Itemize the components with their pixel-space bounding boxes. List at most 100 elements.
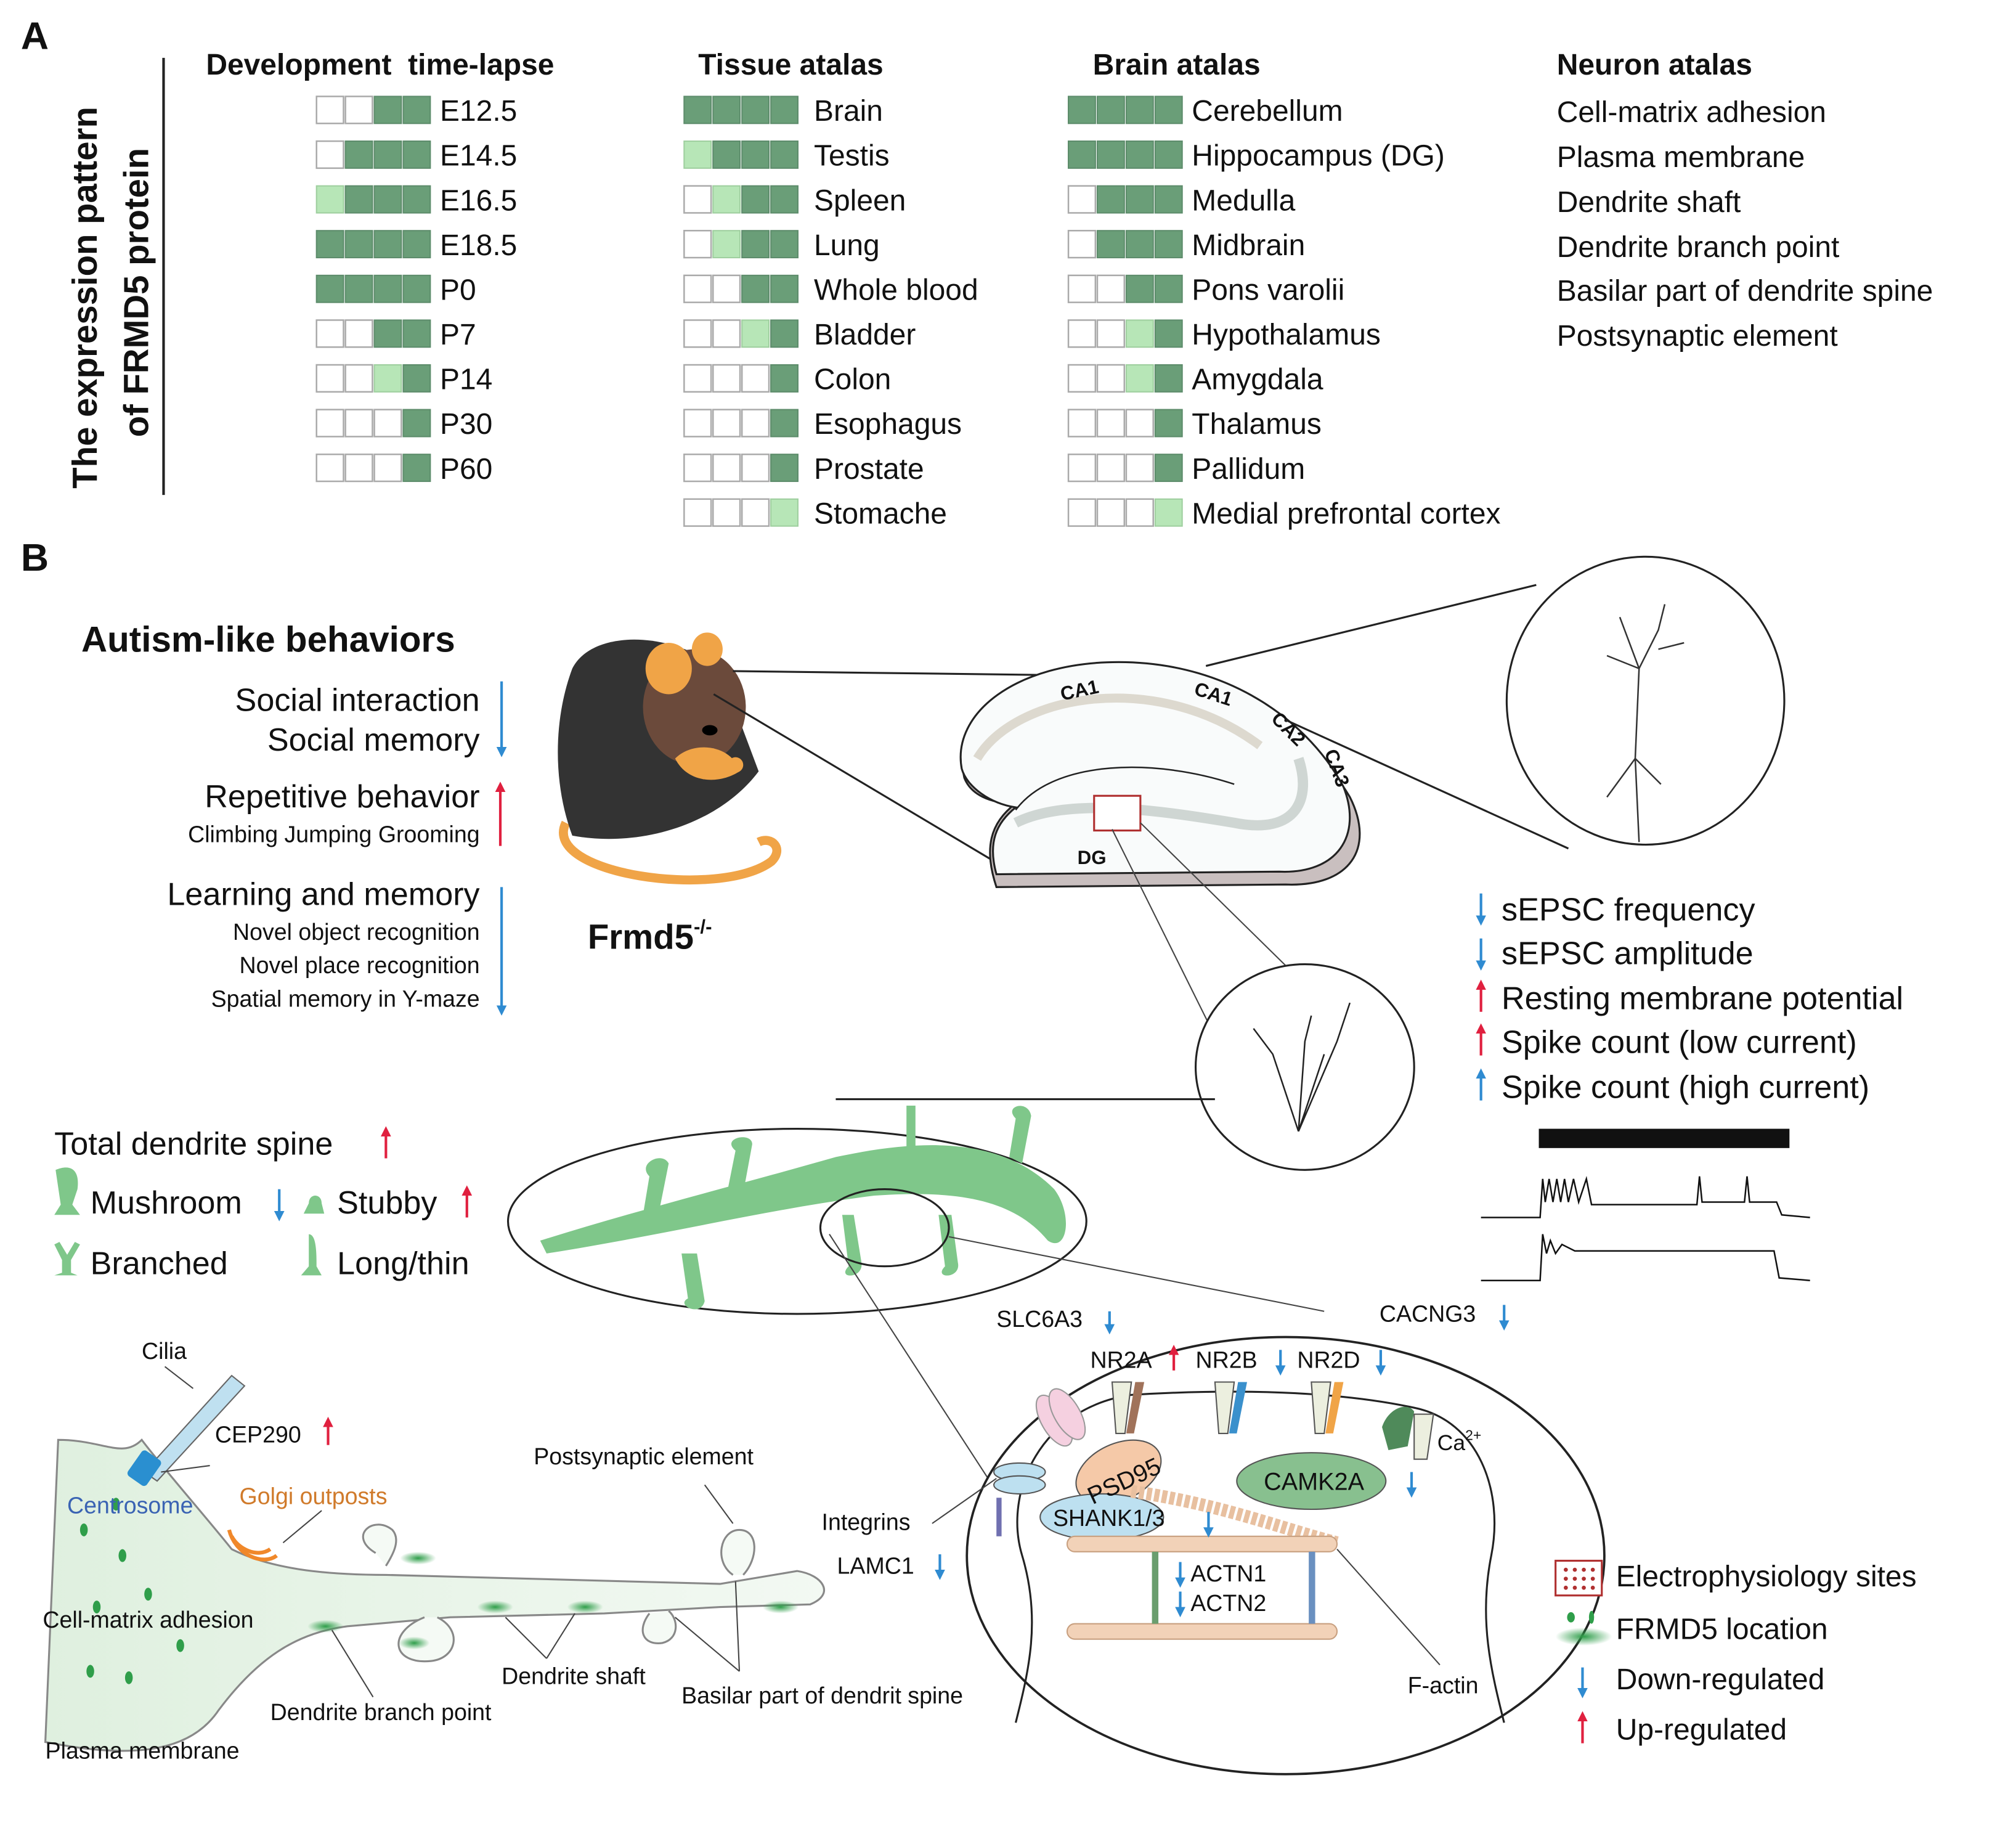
label-slc6a3: SLC6A3 (996, 1306, 1083, 1332)
expression-row: P7 (315, 319, 476, 351)
expression-cell-none (1125, 409, 1154, 438)
expression-row: E18.5 (315, 229, 517, 262)
expression-row: Hippocampus (DG) (1068, 140, 1445, 173)
ephys-item: Resting membrane potential (1502, 981, 1903, 1017)
frmd5-location-icon (1555, 1627, 1612, 1646)
expression-cell-low (315, 185, 344, 214)
neuron-item: Postsynaptic element (1557, 320, 1838, 353)
electrophysiology-dots (1564, 1567, 1595, 1590)
ephys-item: Spike count (low current) (1502, 1024, 1857, 1060)
expression-row-label: Bladder (814, 319, 916, 351)
expression-cell-high (1154, 230, 1183, 259)
expression-cell-high (402, 454, 431, 483)
stubby-spine-icon (303, 1196, 325, 1214)
connector-line (733, 670, 1042, 676)
legend-text: FRMD5 location (1616, 1613, 1828, 1646)
connector-line (713, 693, 991, 860)
label-golgi-outposts: Golgi outposts (240, 1483, 388, 1509)
behavior-group-learning: Learning and memory Novel object recogni… (167, 877, 507, 1016)
label-shank: SHANK1/3 (1053, 1505, 1164, 1531)
connector-line (948, 1236, 1325, 1312)
neuron-item: Basilar part of dendrite spine (1557, 275, 1933, 308)
spine-type: Stubby (337, 1185, 437, 1221)
expression-cell-high (1154, 141, 1183, 169)
panel-b-label: B (21, 536, 49, 579)
expression-cell-high (373, 96, 402, 124)
expression-cell-none (712, 453, 741, 483)
expression-cell-high (373, 185, 402, 214)
expression-cell-none (712, 498, 741, 527)
ephys-item: sEPSC amplitude (1502, 936, 1754, 972)
expression-row: E16.5 (315, 184, 517, 217)
expression-row: P14 (315, 364, 492, 396)
neuron-item: Cell-matrix adhesion (1557, 96, 1826, 129)
label-nr2d: NR2D (1297, 1347, 1360, 1373)
expression-cell-none (315, 140, 344, 169)
neuron-item: Dendrite branch point (1557, 231, 1840, 264)
expression-row-label: Medial prefrontal cortex (1192, 497, 1500, 530)
expression-row: E12.5 (315, 95, 517, 128)
expression-cell-high (1154, 185, 1183, 214)
expression-row-label: Brain (814, 95, 883, 128)
legend-text: Electrophysiology sites (1616, 1560, 1917, 1593)
connector-line (1205, 584, 1537, 667)
mouse-genotype-label: Frmd5-/- (588, 916, 712, 956)
expression-cell-none (315, 453, 344, 483)
expression-row-label: Thalamus (1192, 408, 1322, 441)
expression-cell-high (402, 96, 431, 124)
expression-cell-none (1067, 229, 1097, 259)
expression-cell-none (712, 409, 741, 438)
expression-cell-none (683, 498, 712, 527)
expression-cell-none (344, 96, 373, 124)
expression-cell-high (402, 230, 431, 259)
behavior-subitem: Climbing Jumping Grooming (188, 821, 480, 847)
expression-row-label: P7 (440, 319, 476, 351)
ephys-item: Spike count (high current) (1502, 1069, 1869, 1105)
expression-cell-high (770, 454, 799, 483)
expression-cell-low (770, 498, 799, 527)
expression-cell-high (770, 364, 799, 393)
label-integrins: Integrins (822, 1509, 911, 1535)
expression-cell-high (315, 230, 344, 259)
neuron-item: Dendrite shaft (1557, 186, 1741, 219)
expression-cell-none (315, 409, 344, 438)
branched-spine-icon (54, 1242, 80, 1276)
expression-cell-none (1096, 364, 1126, 393)
expression-cell-none (712, 274, 741, 303)
connector-line (1112, 829, 1212, 1029)
neuron-tracing (1253, 1002, 1351, 1132)
expression-cell-none (1096, 409, 1126, 438)
frmd5-location-icon (1588, 1610, 1595, 1624)
expression-row-label: P0 (440, 274, 476, 306)
legend-text: Down-regulated (1616, 1663, 1825, 1696)
neuron-title: Neuron atalas (1557, 49, 1752, 81)
calcium-superscript: 2+ (1465, 1427, 1481, 1443)
panel-a-label: A (21, 14, 49, 57)
expression-cell-none (741, 409, 770, 438)
expression-cell-none (683, 364, 712, 393)
expression-cell-none (741, 498, 770, 527)
expression-cell-none (683, 453, 712, 483)
expression-row-label: Cerebellum (1192, 95, 1343, 128)
y-axis-title-line2: of FRMD5 protein (116, 148, 155, 437)
expression-row-label: Esophagus (814, 408, 962, 441)
expression-row-label: Colon (814, 364, 891, 396)
expression-cell-high (315, 274, 344, 303)
expression-cell-high (770, 185, 799, 214)
expression-cell-none (683, 274, 712, 303)
dendrite-shaft-shape (540, 1145, 1066, 1254)
expression-cell-high (770, 96, 799, 124)
expression-cell-none (315, 96, 344, 124)
expression-cell-high (344, 185, 373, 214)
behavior-group-repetitive: Repetitive behavior Climbing Jumping Gro… (188, 779, 506, 847)
expression-cell-none (1067, 498, 1097, 527)
expression-row: Amygdala (1067, 364, 1323, 396)
expression-row: Testis (683, 140, 890, 173)
expression-cell-none (1067, 319, 1097, 348)
expression-row: Bladder (683, 319, 916, 351)
expression-cell-high (1096, 96, 1125, 124)
expression-cell-high (402, 319, 431, 348)
expression-row: Brain (683, 95, 883, 128)
